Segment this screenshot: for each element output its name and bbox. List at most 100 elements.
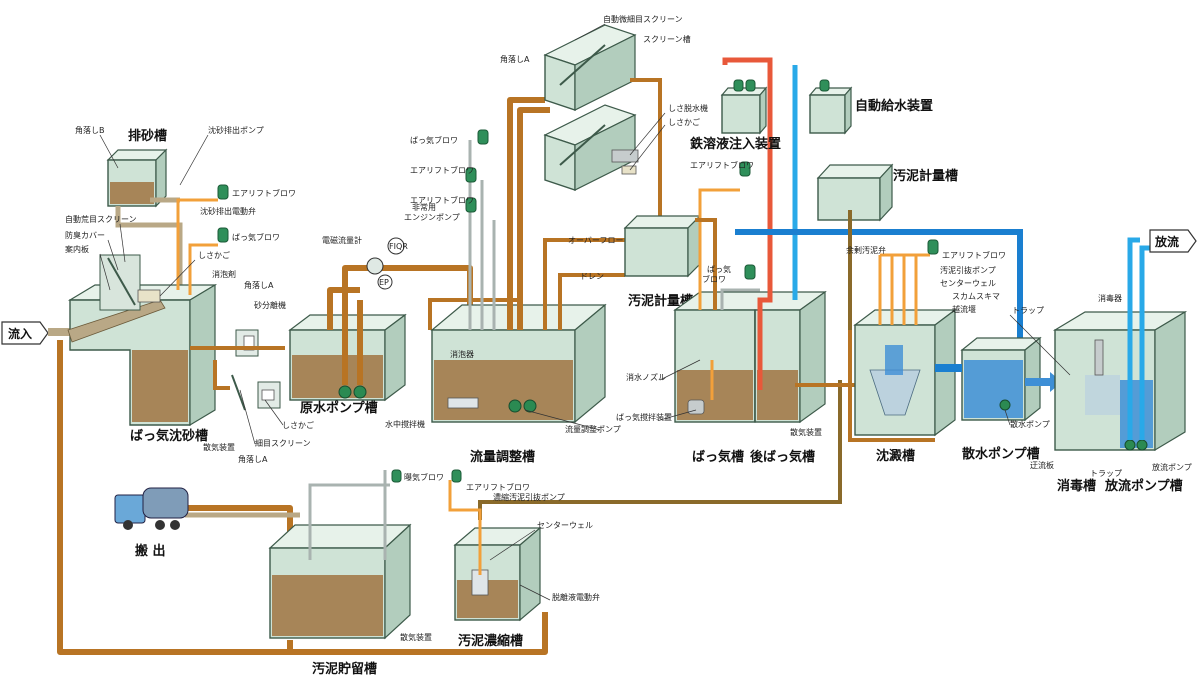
aerated-grit-label: ばっ気沈砂槽: [130, 428, 208, 444]
inflow-label: 流入: [8, 326, 32, 341]
ann-aeration-blower-3b: ブロワ: [702, 274, 726, 284]
ann-guide-plate: 案内板: [65, 244, 89, 254]
ann-diffuser-2: 散気装置: [790, 427, 822, 437]
settling-label: 沈澱槽: [876, 448, 915, 464]
equalization-label: 流量調整槽: [470, 449, 535, 465]
grit-tank-label: 排砂槽: [128, 128, 167, 144]
ann-baffle: 迂流板: [1030, 460, 1054, 470]
fiqr-label: FIQR: [389, 242, 408, 251]
ann-aeration-mixer: ばっ気撹拌装置: [616, 412, 672, 422]
thickener-blower: [451, 469, 462, 483]
ann-fine-screen: 細目スクリーン: [255, 438, 311, 448]
ann-air-lift-6: エアリフトブロワ: [942, 250, 1006, 260]
drain-pipe: [558, 273, 625, 330]
ann-submersible-mixer: 水中撹拌機: [385, 419, 425, 429]
ann-shisakago-1: しさかご: [198, 250, 230, 260]
ann-air-lift-5: エアリフトブロワ: [690, 160, 754, 170]
ann-drain: ドレン: [580, 272, 604, 281]
sludge-storage-label: 汚泥貯留槽: [312, 661, 377, 675]
ann-kakuotoshi-a3: 角落しA: [500, 54, 530, 64]
settling-loop: [848, 330, 935, 442]
eq-to-screen-pipe: [507, 97, 545, 330]
discharge-risers: [1127, 237, 1150, 440]
post-aeration-label: 後ばっ気槽: [750, 449, 815, 465]
ann-shisakago-2: しさかご: [282, 420, 314, 430]
iron-pipe: [722, 57, 773, 390]
disinfection-tank: [1052, 310, 1188, 452]
sludge-meter-tank-2: [816, 163, 894, 222]
truck-icon: [114, 487, 189, 530]
storage-air-pipes: [308, 470, 390, 560]
discharge-marker: 放流: [1149, 229, 1197, 253]
ann-screen-tank: スクリーン槽: [643, 34, 691, 44]
spray-pump-label: 散水ポンプ槽: [962, 446, 1040, 462]
ann-thick-sludge-pump: 濃縮汚泥引抜ポンプ: [493, 492, 565, 502]
sludge-thickener-label: 汚泥濃縮槽: [458, 633, 523, 649]
raw-pump-risers: [342, 300, 363, 385]
aeration-air-riser: [698, 188, 740, 310]
iron-injection-label: 鉄溶液注入装置: [690, 136, 781, 152]
ann-air-lift-7: エアリフトブロワ: [466, 482, 530, 492]
ann-em-flowmeter: 電磁流量計: [322, 235, 362, 245]
disinfection-label: 消毒槽: [1057, 478, 1096, 494]
ann-sand-pump: 沈砂排出ポンプ: [208, 125, 264, 135]
ann-kakuotoshi-b: 角落しB: [75, 125, 105, 135]
grit-side-pipe: [213, 360, 230, 390]
aeration-label: ばっ気槽: [692, 449, 744, 465]
ann-auto-screen: 自動荒目スクリーン: [65, 214, 137, 224]
thickener-orange: [448, 480, 482, 575]
ann-kakuotoshi-a1: 角落しA: [244, 280, 274, 290]
sludge-meter-tank-1: [623, 214, 702, 278]
ann-shisa-dewater: しさ脱水機: [668, 103, 708, 113]
equalization-tank: [430, 303, 607, 424]
storage-blower: [391, 469, 402, 483]
ep-label: EP: [379, 278, 389, 287]
eq-to-screen-2: [517, 107, 550, 330]
annotations: 角落しB 沈砂排出ポンプ エアリフトブロワ 沈砂排出電動弁 ばっ気ブロワ 自動荒…: [65, 14, 1192, 642]
aerated-grit-chamber: [67, 254, 218, 427]
aeration-gray: [720, 288, 760, 310]
ann-air-lift-1: エアリフトブロワ: [232, 188, 296, 198]
ann-flow-pump: 流量調整ポンプ: [565, 424, 621, 434]
leader-lines: [99, 23, 1071, 601]
ann-trap-2: トラップ: [1090, 469, 1122, 478]
ann-discharge-pump: 放流ポンプ: [1152, 462, 1192, 472]
ann-disinfectant: 消毒器: [1098, 293, 1122, 303]
ann-center-well-2: センターウェル: [537, 521, 593, 530]
ann-air-lift-2: エアリフトブロワ: [410, 165, 474, 175]
ann-overflow: オーバーフロー: [568, 236, 623, 245]
aeration-feed: [695, 218, 717, 310]
ann-aeration-blower-1: ばっ気ブロワ: [232, 232, 280, 242]
sludge-storage-tank: [268, 523, 412, 640]
settling-tank: [853, 308, 957, 437]
sludge-return-pipe: [57, 340, 548, 655]
iron-injection-unit: [720, 79, 768, 135]
ann-defoam-2: 消泡器: [450, 349, 474, 359]
raw-pump-label: 原水ポンプ槽: [300, 400, 378, 416]
ann-scum-skimmer: スカムスキマ: [952, 292, 1000, 301]
haul-out-label: 搬 出: [135, 543, 166, 559]
ann-sand-valve: 沈砂排出電動弁: [200, 206, 256, 216]
settling-orange-risers: [878, 255, 918, 325]
sludge-meter-1-label: 汚泥計量槽: [628, 293, 693, 309]
ann-aeration-blower-3a: ばっ気: [707, 264, 731, 274]
grit-pipe: [115, 206, 183, 290]
grit-tank: 排砂槽: [106, 128, 168, 208]
ann-splash-cover: 防臭カバー: [65, 230, 105, 240]
ann-kakuotoshi-a2: 角落しA: [238, 454, 268, 464]
spray-to-disinfect-arrow: [1025, 372, 1062, 392]
ann-separation-valve: 脱離液電動弁: [552, 592, 600, 602]
aeration-tanks: [673, 290, 827, 424]
raw-riser: [327, 287, 360, 330]
ann-air-lift-3: エアリフトブロワ: [410, 195, 474, 205]
ann-grit-sep: 砂分離機: [254, 300, 286, 310]
ann-defoamer: 消泡剤: [212, 269, 236, 279]
ann-diffuser-3: 散気装置: [400, 632, 432, 642]
ann-sludge-pump: 汚泥引抜ポンプ: [940, 265, 996, 275]
spray-pump-tank: [960, 336, 1042, 422]
ann-trap-1: トラップ: [1012, 306, 1044, 315]
ann-auto-fine-screen: 自動微細目スクリーン: [603, 14, 683, 24]
auto-water-label: 自動給水装置: [855, 98, 933, 114]
ann-emergency-pump-1: 非常用: [412, 202, 436, 212]
